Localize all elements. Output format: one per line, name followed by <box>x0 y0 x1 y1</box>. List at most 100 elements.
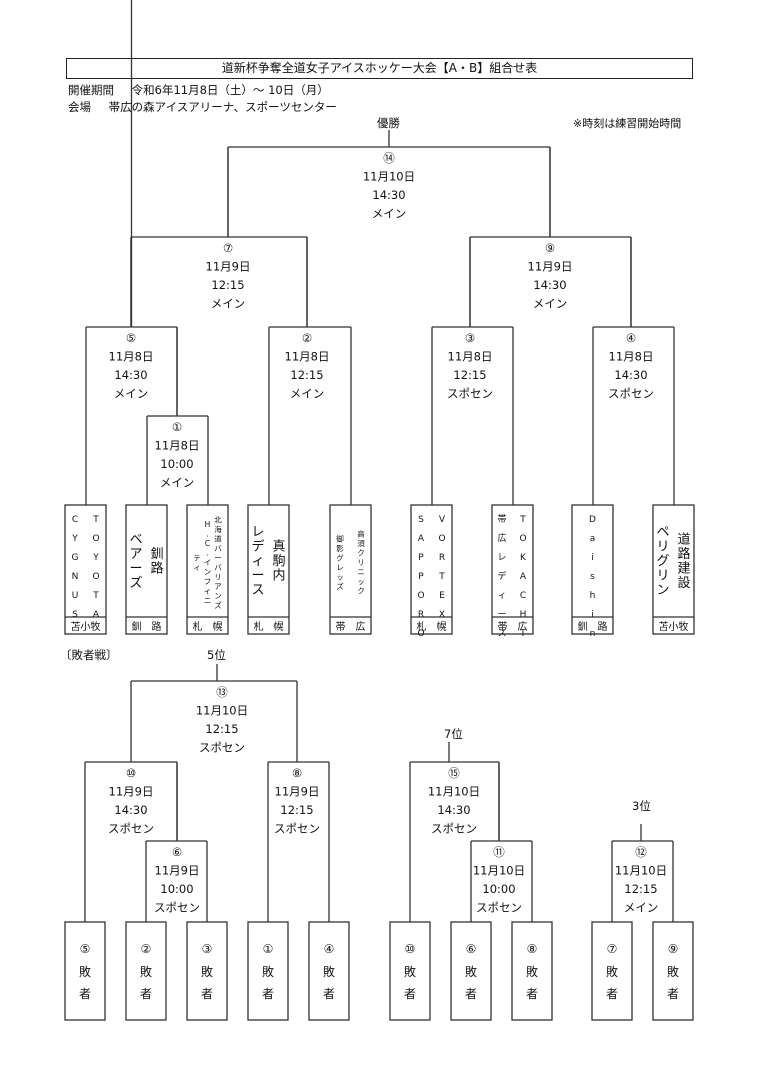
team-name-char: イ <box>204 558 212 567</box>
team-name-char: S <box>418 515 424 525</box>
match-3-match-number: ③ <box>465 331 475 345</box>
team-name-char: i <box>591 610 594 620</box>
match-2-match-number: ② <box>302 331 312 345</box>
team-name-char: ス <box>497 629 506 639</box>
team-city: 苫小牧 <box>659 620 689 633</box>
loser-slot-number: ③ <box>202 942 213 956</box>
team-name-char: A <box>93 610 100 620</box>
team-name-char: Y <box>71 534 78 544</box>
match-1-match-date: 11月8日 <box>155 439 200 453</box>
loser-slot-label: 敗 <box>465 964 477 979</box>
match-14-match-time: 14:30 <box>372 188 405 202</box>
team-city: 苫小牧 <box>71 620 101 633</box>
match-1-match-venue: メイン <box>160 476 195 490</box>
match-8-match-venue: スポセン <box>274 822 320 836</box>
loser-slot-box <box>511 921 553 1021</box>
team-name-char: A <box>418 534 425 544</box>
match-4-match-number: ④ <box>626 331 636 345</box>
loser-slot-box <box>247 921 289 1021</box>
team-name-char: 真 <box>272 540 285 555</box>
team-name-char: T <box>438 572 445 582</box>
team-name-char: ー <box>251 569 264 584</box>
team-name-char: O <box>519 534 526 544</box>
loser-slot-number: ① <box>263 942 274 956</box>
team-name-char: ィ <box>193 563 201 572</box>
team-name-char: ズ <box>336 581 344 591</box>
event-period: 開催期間 令和6年11月8日（土）～ 10日（月） <box>68 82 329 98</box>
team-name-char: 設 <box>677 575 690 591</box>
match-8-match-date: 11月9日 <box>275 785 320 799</box>
loser-slot-label: 者 <box>667 987 679 1001</box>
team-name-char: リ <box>214 572 222 581</box>
team-name-char: C <box>520 591 526 601</box>
team-city: 札 幌 <box>193 620 223 633</box>
place-7-label: 7位 <box>444 727 463 741</box>
team-box <box>329 504 372 635</box>
loser-slot-label: 敗 <box>526 964 538 979</box>
loser-slot-label: 敗 <box>140 964 152 979</box>
page-title: 道新杯争奪全道女子アイスホッケー大会【A・B】組合せ表 <box>66 58 693 79</box>
team-name-char: i <box>591 553 594 563</box>
team-box <box>571 504 614 635</box>
match-4-match-date: 11月8日 <box>609 350 654 364</box>
team-name-char: デ <box>251 539 264 555</box>
loser-slot-number: ⑧ <box>527 942 538 956</box>
team-name-char: T <box>519 515 526 525</box>
team-box <box>247 504 290 635</box>
team-name-char: C <box>205 539 210 548</box>
team-name-char: デ <box>497 570 506 582</box>
team-name-char: リ <box>656 569 669 584</box>
match-10-match-number: ⑩ <box>126 766 136 780</box>
match-11-match-time: 10:00 <box>482 882 515 896</box>
match-11-match-venue: スポセン <box>476 901 522 915</box>
loser-slot-label: 敗 <box>404 964 416 979</box>
team-name-char: 道 <box>677 532 690 547</box>
match-2-match-date: 11月8日 <box>285 350 330 364</box>
loser-slot-number: ⑤ <box>80 942 91 956</box>
winner-label: 優勝 <box>377 116 400 130</box>
match-2-match-venue: メイン <box>290 387 325 401</box>
team-box <box>125 504 168 635</box>
loser-slot-label: 者 <box>526 987 538 1001</box>
team-name-char: P <box>418 572 424 582</box>
losers-bracket-label: 〔敗者戦〕 <box>60 648 118 662</box>
match-10-match-venue: スポセン <box>108 822 154 836</box>
team-name-char: 駒 <box>272 554 285 569</box>
period-label: 開催期間 <box>68 83 114 97</box>
match-14-match-venue: メイン <box>372 207 407 221</box>
place-5-label: 5位 <box>207 648 226 662</box>
team-name-char: ー <box>129 561 142 576</box>
team-name-char: R <box>439 553 445 563</box>
team-name-char: O <box>92 572 99 582</box>
loser-slot-box <box>450 921 492 1021</box>
team-name-char: 帯 <box>497 513 506 525</box>
loser-slot-label: 敗 <box>323 964 335 979</box>
team-city: 釧 路 <box>578 620 608 633</box>
team-name-char: V <box>439 515 446 525</box>
match-7-match-venue: メイン <box>211 297 246 311</box>
team-name-char: ニ <box>204 596 212 605</box>
team-name-char: グ <box>336 552 344 562</box>
team-name-char: ペ <box>656 525 669 540</box>
match-1-match-number: ① <box>172 420 182 434</box>
team-name-char: ク <box>357 549 365 558</box>
match-6-match-venue: スポセン <box>154 901 200 915</box>
team-name-char: ィ <box>204 587 212 596</box>
team-name-char: レ <box>336 563 344 572</box>
team-name-char: ス <box>251 583 264 598</box>
match-3-match-venue: スポセン <box>447 387 493 401</box>
team-name-char: P <box>418 553 424 563</box>
loser-slot-label: 敗 <box>262 964 274 979</box>
loser-slot-box <box>652 921 694 1021</box>
team-name-char: レ <box>497 553 506 563</box>
loser-slot-number: ④ <box>324 942 335 956</box>
team-name-char: O <box>438 534 445 544</box>
loser-slot-label: 者 <box>404 987 416 1001</box>
team-name-char: ィ <box>251 554 264 569</box>
loser-slot-box <box>125 921 167 1021</box>
venue-label: 会場 <box>68 100 91 114</box>
team-name-char: 建 <box>677 561 690 576</box>
team-city: 札 幌 <box>254 620 284 633</box>
team-name-char: ン <box>656 583 669 598</box>
